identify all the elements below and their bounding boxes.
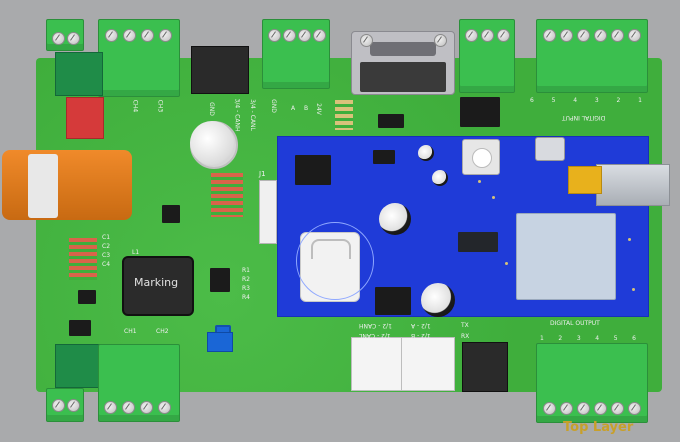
ref-designators: R1 R2 R3 R4 — [242, 268, 272, 301]
terminal-block-ch1-ch2 — [98, 344, 180, 422]
capacitor — [421, 283, 455, 317]
di-pin-numbers: 6 5 4 3 2 1 — [530, 98, 642, 104]
chip — [162, 205, 180, 223]
di-pin-5: 5 — [551, 97, 556, 104]
chip — [378, 114, 404, 128]
rj-connector-top — [191, 46, 249, 94]
module-chip-3 — [375, 287, 411, 315]
ref-label: C4 — [102, 261, 111, 268]
ref-label: C1 — [102, 234, 111, 241]
capacitor — [379, 203, 411, 235]
green-header-left — [55, 52, 103, 96]
module-chip-2 — [373, 150, 395, 164]
j1-label: J1 — [259, 170, 266, 178]
ref-label: R3 — [242, 285, 250, 292]
j1-header — [259, 180, 277, 244]
ref-label: R2 — [242, 276, 250, 283]
via — [505, 262, 508, 265]
resistor-array — [69, 238, 97, 280]
silk-canl-top: 3/4 - CANL — [248, 99, 256, 131]
green-header-bottom-left — [55, 344, 103, 388]
db9-connector — [351, 31, 455, 95]
silk-rs-a: 1/2 - A — [411, 322, 431, 329]
terminal-block-digital-output — [536, 343, 648, 423]
silk-b: B — [304, 105, 309, 112]
terminal-block-ch4 — [98, 19, 180, 97]
chip — [69, 320, 91, 336]
di-pin-1: 1 — [638, 97, 642, 104]
silk-gnd: GND — [269, 99, 277, 113]
di-pin-3: 3 — [594, 97, 599, 104]
orange-transformer — [2, 150, 132, 220]
do-pin-2: 2 — [558, 335, 563, 342]
push-button — [462, 139, 500, 175]
module-chip-4 — [458, 232, 498, 252]
usb-port — [596, 164, 670, 206]
di-pin-4: 4 — [573, 97, 578, 104]
ref-label: R1 — [242, 267, 250, 274]
l1-label: L1 — [132, 249, 140, 256]
led-array — [335, 100, 353, 130]
terminal-block-top-right — [459, 19, 515, 93]
battery-outline — [296, 222, 374, 300]
di-pin-2: 2 — [616, 97, 621, 104]
do-pin-6: 6 — [632, 335, 636, 342]
mcu-chip — [295, 155, 331, 185]
wireless-module-shield — [516, 213, 616, 300]
do-pin-numbers: 1 2 3 4 5 6 — [540, 336, 636, 342]
capacitor-small — [432, 170, 448, 186]
silk-ch4: CH4 — [131, 99, 139, 113]
chip — [210, 268, 230, 292]
silk-tx: TX — [461, 322, 469, 329]
silk-digital-input: DIGITAL INPUT — [562, 114, 606, 121]
white-connector-2 — [401, 337, 455, 391]
yellow-switch — [568, 166, 602, 194]
chip — [78, 290, 96, 304]
terminal-block-gnd — [262, 19, 330, 89]
silk-ch2-bottom: CH2 — [156, 328, 169, 335]
terminal-block-bottom-left — [46, 388, 84, 422]
fuse-holder — [66, 97, 104, 139]
inductor — [122, 256, 194, 316]
chip — [460, 97, 500, 127]
ref-designators-left: C1 C2 C3 C4 — [102, 235, 132, 268]
do-pin-1: 1 — [540, 335, 544, 342]
inductor-label: Marking — [134, 276, 179, 289]
silk-digital-output: DIGITAL OUTPUT — [550, 320, 600, 327]
ref-label: R4 — [242, 294, 250, 301]
do-pin-5: 5 — [613, 335, 618, 342]
silk-canh-top: 3/4 - CANH — [233, 98, 241, 132]
silk-24v: 24V — [314, 103, 322, 115]
blue-switch — [207, 332, 233, 352]
via — [632, 288, 635, 291]
silk-rx: RX — [461, 333, 470, 340]
rj-connector-bottom — [462, 342, 508, 392]
silk-rs-b: 1/2 - B — [411, 332, 431, 339]
capacitor-small — [418, 145, 434, 161]
silk-canh-bottom: 1/2 - CANH — [359, 322, 392, 329]
di-pin-6: 6 — [530, 97, 534, 104]
do-pin-3: 3 — [576, 335, 581, 342]
capacitor — [190, 121, 234, 165]
via — [628, 238, 631, 241]
usb-c-port — [535, 137, 565, 161]
white-connector-1 — [351, 337, 405, 391]
resistor-array — [211, 173, 243, 217]
silk-gnd-b: GND — [207, 102, 215, 116]
ref-label: C3 — [102, 252, 111, 259]
silk-a: A — [291, 105, 296, 112]
silk-ch1-bottom: CH1 — [124, 328, 137, 335]
ref-label: C2 — [102, 243, 111, 250]
layer-label: Top Layer — [563, 420, 634, 435]
silk-ch3: CH3 — [156, 99, 164, 113]
via — [492, 196, 495, 199]
terminal-block-digital-input — [536, 19, 648, 93]
silk-canl-bottom: 1/2 - CANL — [359, 332, 391, 339]
terminal-block-top-left — [46, 19, 84, 51]
via — [478, 180, 481, 183]
do-pin-4: 4 — [595, 335, 600, 342]
